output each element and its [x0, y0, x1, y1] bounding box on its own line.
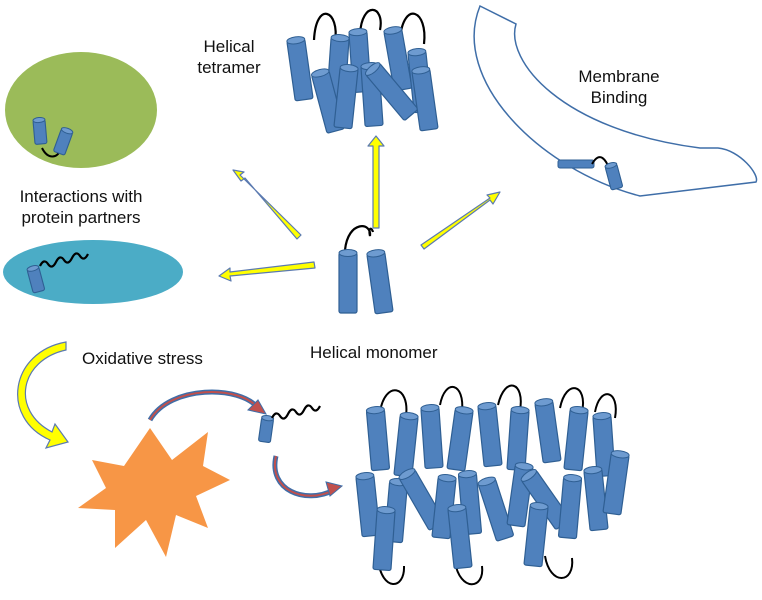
- cyan-ellipse-group: [3, 240, 183, 304]
- oxidative-curved-arrow: [17, 341, 69, 449]
- green-ellipse-group: [5, 52, 157, 168]
- cyan-protein-partner: [3, 240, 183, 304]
- membrane-bound-helix: [557, 156, 624, 191]
- yellow-arrows: [218, 135, 501, 282]
- label-membrane-binding: Membrane Binding: [574, 66, 664, 108]
- tetramer-cluster: [285, 8, 439, 134]
- oxidative-starburst: [78, 428, 230, 557]
- label-helical-tetramer: Helical tetramer: [196, 36, 262, 78]
- label-helical-monomer: Helical monomer: [310, 343, 438, 362]
- label-helical-tetramer-line2: tetramer: [197, 58, 261, 77]
- arrow-to-tetramer: [367, 135, 385, 229]
- arrow-to-cyan: [218, 261, 316, 282]
- arrow-to-membrane: [420, 191, 501, 250]
- red-arrows: [147, 389, 344, 499]
- label-membrane-line2: Binding: [590, 88, 648, 107]
- label-interactions-line2: protein partners: [21, 208, 141, 227]
- label-membrane-line1: Membrane: [578, 67, 660, 86]
- membrane-outline: [473, 4, 758, 197]
- label-oxidative-stress: Oxidative stress: [82, 349, 203, 368]
- helical-monomer: [338, 225, 394, 315]
- green-protein-partner: [5, 52, 157, 168]
- arrow-to-green: [232, 169, 302, 240]
- oligomer-cluster: [354, 384, 631, 586]
- label-interactions-line1: Interactions with: [19, 187, 143, 206]
- oxidized-monomer: [257, 404, 321, 444]
- label-helical-tetramer-line1: Helical: [203, 37, 255, 56]
- label-interactions: Interactions with protein partners: [6, 186, 156, 228]
